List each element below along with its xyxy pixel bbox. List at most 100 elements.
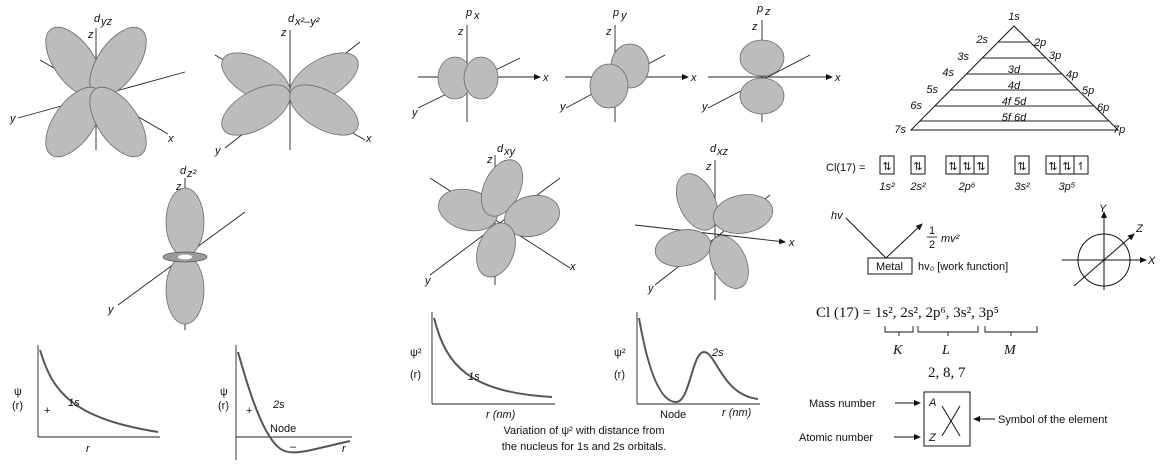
psi-1s-curve-label: 1s xyxy=(68,397,80,409)
psi-1s-sign: + xyxy=(44,405,50,417)
triangle-inner-label: 4d xyxy=(1008,80,1021,92)
py-z-label: z xyxy=(605,26,612,38)
triangle-left-label: 6s xyxy=(910,100,922,112)
photo-ke-text: mv² xyxy=(941,233,960,245)
py-title: p xyxy=(612,7,619,19)
psi-2s-curve-label: 2s xyxy=(272,399,285,411)
subshell-label: 1s² xyxy=(879,181,895,193)
shell-k: K xyxy=(892,343,903,358)
triangle-left-label: 4s xyxy=(942,67,954,79)
nuclide-z: Z xyxy=(928,432,937,444)
triangle-apex: 1s xyxy=(1008,11,1020,23)
config-boxes: Cl(17) = ⇅1s²⇅2s²⇅⇅⇅2p⁶⇅3s²⇅⇅↿3p⁵ xyxy=(826,155,1089,193)
psi2-2s-xlabel: r (nm) xyxy=(722,407,752,419)
dxy-z-label: z xyxy=(486,154,493,166)
dyz-x-label: x xyxy=(167,133,174,145)
px-x-label: x xyxy=(542,72,549,84)
triangle-right-label: 7p xyxy=(1113,124,1125,136)
psi2-1s-ylabel-r: (r) xyxy=(410,369,421,381)
psi2-2s-curve-label: 2s xyxy=(711,347,724,359)
psi-2s-node: Node xyxy=(270,423,296,435)
axes-z-label: Z xyxy=(1135,223,1144,235)
dyz-subscript: yz xyxy=(100,16,113,28)
dx2y2-x-label: x xyxy=(365,133,372,145)
axes-3d-circle: Y X Z xyxy=(1062,203,1156,290)
electron-arrows: ↿ xyxy=(1076,161,1085,173)
psi-1s-ylabel-r: (r) xyxy=(12,400,23,412)
py-subscript: y xyxy=(620,10,628,22)
pz-title: p xyxy=(756,3,763,15)
photoelectric-diagram: hv 1 2 mv² Metal hv₀ [work function] xyxy=(831,210,1008,275)
py-y-label: y xyxy=(559,101,567,113)
psi2-2s-ylabel: ψ² xyxy=(614,347,626,359)
triangle-left-label: 3s xyxy=(957,51,969,63)
dyz-z-label: z xyxy=(87,29,94,41)
triangle-right-label: 3p xyxy=(1049,50,1061,62)
dxy-y-label: y xyxy=(424,275,432,287)
triangle-inner-label: 3d xyxy=(1008,64,1021,76)
config-text: Cl (17) = 1s², 2s², 2p⁶, 3s², 3p⁵ K L M … xyxy=(816,305,1038,381)
pz-z-label: z xyxy=(751,21,758,33)
dxz-subscript: xz xyxy=(716,146,729,158)
psi-2s-sign-plus: + xyxy=(246,405,252,417)
config-formula: Cl (17) = 1s², 2s², 2p⁶, 3s², 3p⁵ xyxy=(816,305,999,321)
electron-arrows: ⇅ xyxy=(976,161,985,173)
photo-hv: hv xyxy=(831,210,844,222)
triangle-right-label: 2p xyxy=(1033,37,1046,49)
orbital-dz2: d z² z y xyxy=(107,165,246,330)
subshell-label: 2s² xyxy=(909,181,926,193)
dz2-z-label: z xyxy=(175,181,182,193)
triangle-inner-label: 5f 6d xyxy=(1002,112,1027,124)
dxy-x-label: x xyxy=(569,261,576,273)
psi-1s-xlabel: r xyxy=(86,443,91,455)
electron-arrows: ⇅ xyxy=(962,161,971,173)
orbital-dxy: d xy z y x xyxy=(424,143,576,287)
pz-subscript: z xyxy=(764,6,771,18)
triangle-right-label: 5p xyxy=(1082,85,1094,97)
subshell-label: 2p⁶ xyxy=(958,181,976,193)
dx2y2-y-label: y xyxy=(214,145,222,157)
electron-arrows: ⇅ xyxy=(1062,161,1071,173)
px-subscript: x xyxy=(473,10,480,22)
psi-1s-plot: ψ (r) 1s + r xyxy=(12,345,160,455)
dxz-z-label: z xyxy=(705,161,712,173)
psi-2s-xlabel: r xyxy=(342,443,347,455)
triangle-inner-label: 4f 5d xyxy=(1002,96,1027,108)
psi2-caption-line2: the nucleus for 1s and 2s orbitals. xyxy=(502,441,666,453)
nuclide-notation: A Z Mass number Atomic number Symbol of … xyxy=(799,391,1107,447)
electron-arrows: ⇅ xyxy=(1017,161,1026,173)
dz2-title: d xyxy=(180,165,187,177)
psi-1s-ylabel: ψ xyxy=(14,386,22,398)
px-title: p xyxy=(465,7,472,19)
dx2y2-subscript: x²–y² xyxy=(294,16,320,28)
subshell-label: 3p⁵ xyxy=(1059,181,1076,193)
electron-arrows: ⇅ xyxy=(948,161,957,173)
axes-x-label: X xyxy=(1147,255,1156,267)
orbital-box xyxy=(879,155,895,175)
pz-x-label: x xyxy=(834,72,841,84)
orbital-px: p x z y x xyxy=(411,7,549,122)
config-boxes-element: Cl(17) = xyxy=(826,162,865,174)
dyz-y-label: y xyxy=(9,113,17,125)
orbital-dyz: d yz z y x xyxy=(9,13,186,158)
psi2-2s-plot: ψ² (r) 2s Node r (nm) xyxy=(614,312,760,421)
atomic-number-label: Atomic number xyxy=(799,432,873,444)
dxy-subscript: xy xyxy=(503,146,517,158)
shell-counts: 2, 8, 7 xyxy=(928,365,966,381)
triangle-right-label: 6p xyxy=(1097,102,1109,114)
mass-number-label: Mass number xyxy=(809,398,876,410)
psi2-2s-ylabel-r: (r) xyxy=(614,369,625,381)
subshell-label: 3s² xyxy=(1014,181,1030,193)
psi2-1s-xlabel: r (nm) xyxy=(486,409,516,421)
orbital-box xyxy=(910,155,926,175)
orbital-box xyxy=(1073,155,1089,175)
psi2-1s-curve-label: 1s xyxy=(468,371,480,383)
psi2-caption-line1: Variation of ψ² with distance from xyxy=(503,425,664,437)
py-x-label: x xyxy=(690,72,697,84)
photo-metal: Metal xyxy=(876,261,903,273)
psi2-1s-ylabel: ψ² xyxy=(410,347,422,359)
shell-l: L xyxy=(941,343,950,358)
